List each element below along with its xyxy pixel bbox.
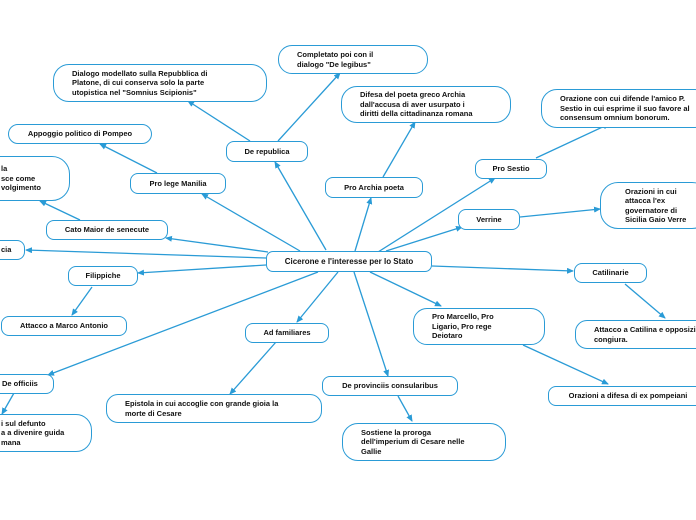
edge-left-cut — [25, 247, 267, 259]
node-pompeiani-desc[interactable]: Orazioni a difesa di ex pompeiani — [548, 386, 696, 406]
node-de-legibus[interactable]: Completato poi con il dialogo "De legibu… — [278, 45, 428, 74]
node-ad-familiares[interactable]: Ad familiares — [245, 323, 329, 343]
edge-ad-familiares — [296, 271, 339, 323]
node-pro-lege-manilia[interactable]: Pro lege Manilia — [130, 173, 226, 194]
node-officiis-desc[interactable]: i sul defunto a a divenire guida mana — [0, 414, 92, 452]
node-pro-sestio[interactable]: Pro Sestio — [475, 159, 547, 179]
node-catilinarie-desc[interactable]: Attacco a Catilina e opposizione alla co… — [575, 320, 696, 349]
edge-de-provinciis — [353, 271, 389, 377]
node-familiares-desc[interactable]: Epistola in cui accoglie con grande gioi… — [106, 394, 322, 423]
edge-officiis-desc — [1, 392, 15, 415]
node-sestio-desc[interactable]: Orazione con cui difende l'amico P. Sest… — [541, 89, 696, 128]
node-archia-desc[interactable]: Difesa del poeta greco Archia dall'accus… — [341, 86, 511, 123]
edge-catilinarie — [431, 265, 574, 274]
node-de-republica[interactable]: De republica — [226, 141, 308, 162]
edge-pompeiani — [522, 344, 609, 385]
edge-legibus — [277, 72, 341, 142]
node-catilinarie[interactable]: Catilinarie — [574, 263, 647, 283]
edge-pro-lege-manilia — [201, 193, 301, 252]
central-topic[interactable]: Cicerone e l'interesse per lo Stato — [266, 251, 432, 272]
node-de-provinciis[interactable]: De provinciis consularibus — [322, 376, 458, 396]
node-appoggio-pompeo[interactable]: Appoggio politico di Pompeo — [8, 124, 152, 144]
node-filippiche-desc[interactable]: Attacco a Marco Antonio — [1, 316, 127, 336]
edge-republica-desc — [187, 100, 251, 142]
node-pro-archia[interactable]: Pro Archia poeta — [325, 177, 423, 198]
edge-filippiche-desc — [71, 286, 93, 316]
node-filippiche[interactable]: Filippiche — [68, 266, 138, 286]
edge-pro-archia — [354, 197, 373, 252]
edge-appoggio — [99, 143, 158, 174]
edge-cato-maior — [165, 235, 269, 253]
node-cato-desc[interactable]: la sce come volgimento — [0, 156, 70, 201]
edge-familiares-desc — [229, 341, 277, 395]
edge-pro-marcello — [369, 271, 442, 307]
edge-sestio-desc — [535, 123, 610, 159]
edge-catilinarie-desc — [624, 283, 666, 319]
node-de-republica-desc[interactable]: Dialogo modellato sulla Repubblica di Pl… — [53, 64, 267, 102]
node-verrine[interactable]: Verrine — [458, 209, 520, 230]
node-left-cut[interactable]: cia — [0, 240, 25, 260]
edge-archia-desc — [382, 121, 416, 178]
node-cato-maior[interactable]: Cato Maior de senecute — [46, 220, 168, 240]
edge-verrine — [385, 225, 463, 252]
edge-de-officiis — [47, 271, 319, 376]
edge-pro-sestio — [377, 177, 496, 253]
edge-verrine-desc — [519, 206, 601, 218]
node-pro-marcello[interactable]: Pro Marcello, Pro Ligario, Pro rege Deio… — [413, 308, 545, 345]
node-verrine-desc[interactable]: Orazioni in cui attacca l'ex governatore… — [600, 182, 696, 229]
node-provinciis-desc[interactable]: Sostiene la proroga dell'imperium di Ces… — [342, 423, 506, 461]
node-de-officiis[interactable]: De officiis — [0, 374, 54, 394]
edge-de-republica — [274, 161, 327, 251]
edge-filippiche — [137, 264, 267, 276]
edge-cato-desc — [39, 200, 81, 221]
edge-provinciis-desc — [397, 395, 413, 422]
